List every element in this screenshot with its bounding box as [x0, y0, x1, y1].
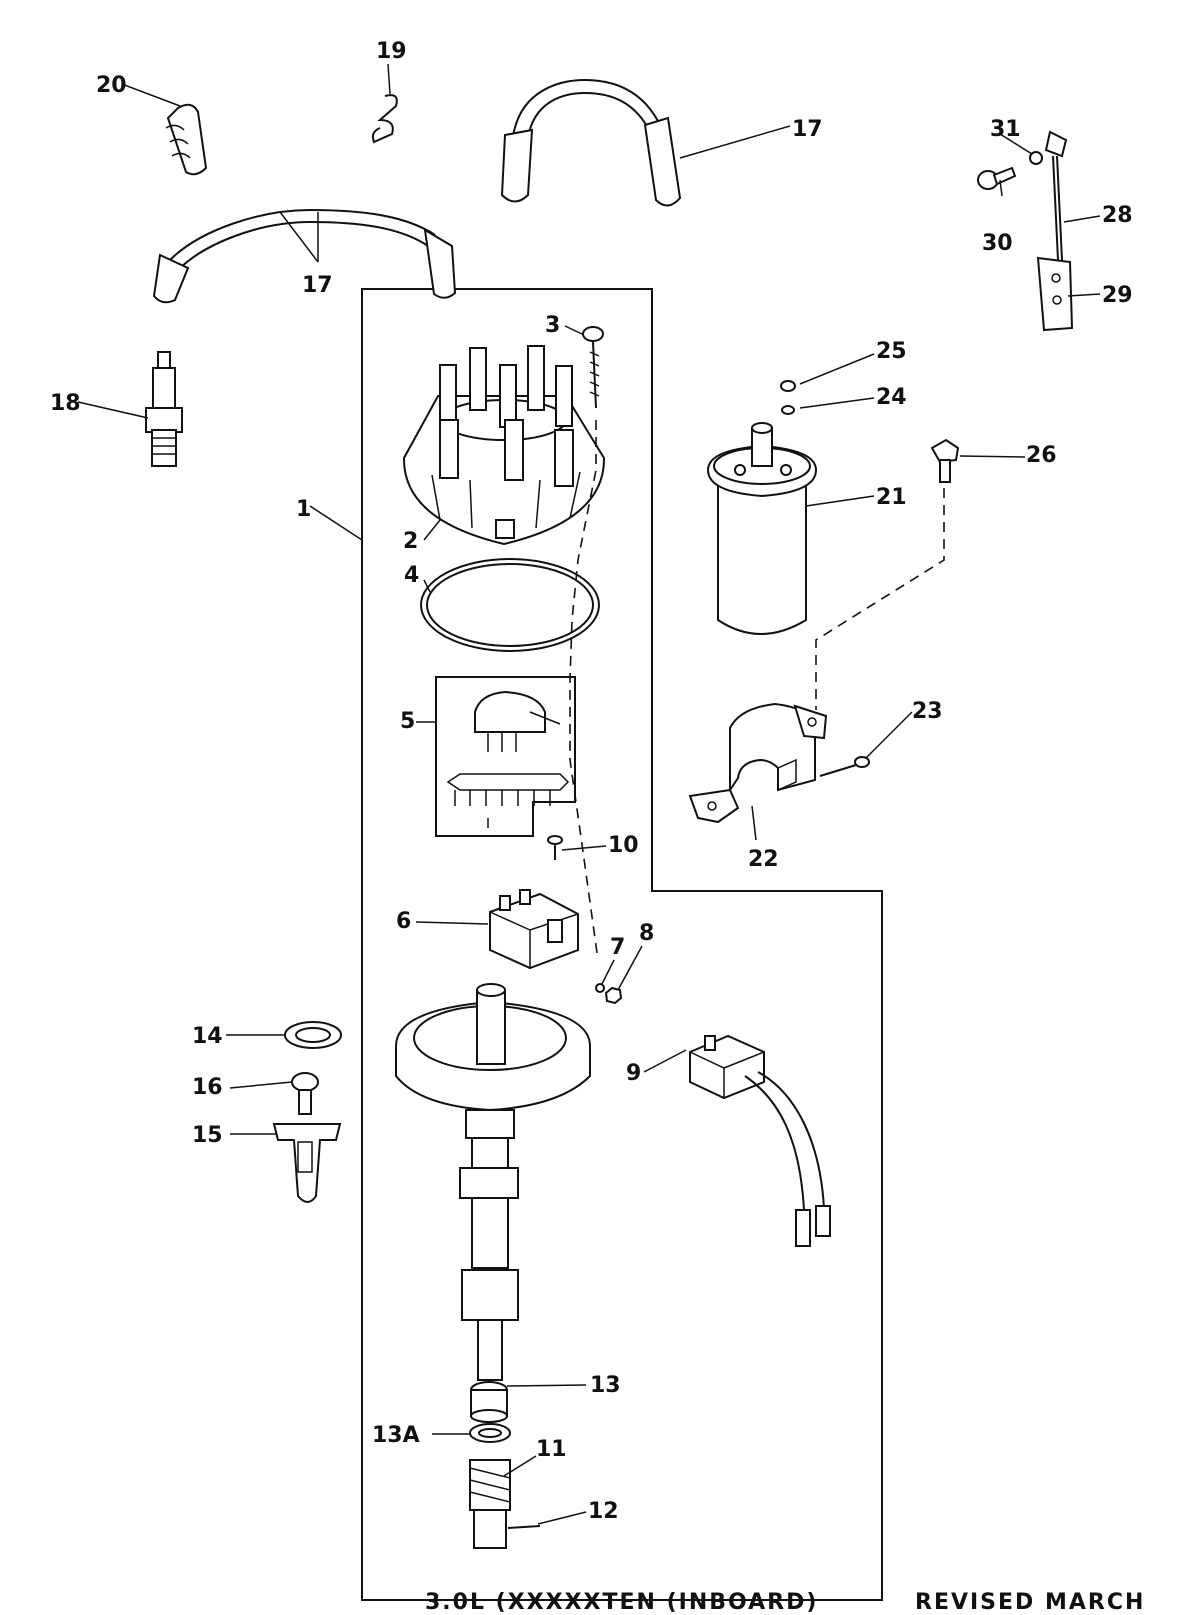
distributor-cap: [402, 345, 606, 546]
callout-17-upper: 17: [792, 117, 823, 142]
wire-loom-clip: [165, 103, 208, 176]
spark-plug-wire-upper: [500, 78, 682, 207]
gear-roll-pin: [507, 1525, 541, 1529]
footer-revision-caption: REVISED MARCH: [915, 1590, 1146, 1615]
flat-washer: [284, 1021, 342, 1049]
distributor-housing: [395, 983, 591, 1381]
callout-15: 15: [192, 1123, 223, 1148]
pickup-coil-assembly: [689, 1034, 831, 1247]
callout-6: 6: [396, 909, 411, 934]
spark-plug-wire-lower: [152, 208, 457, 304]
callout-21: 21: [876, 485, 907, 510]
callout-13: 13: [590, 1373, 621, 1398]
coil-terminal-nut: [780, 380, 796, 392]
rotor-assembly: [435, 676, 576, 837]
callout-28: 28: [1102, 203, 1133, 228]
ignition-coil: [706, 422, 818, 635]
callout-29: 29: [1102, 283, 1133, 308]
callout-22: 22: [748, 847, 779, 872]
callout-31: 31: [990, 117, 1021, 142]
callout-19: 19: [376, 39, 407, 64]
ignition-module: [489, 889, 579, 970]
shaft-bushing: [470, 1381, 508, 1423]
callout-30: 30: [982, 231, 1013, 256]
thrust-washer: [469, 1423, 511, 1443]
wire-separator-clip: [371, 94, 398, 144]
callout-8: 8: [639, 921, 654, 946]
callout-4: 4: [404, 563, 419, 588]
callout-14: 14: [192, 1024, 223, 1049]
callout-3: 3: [545, 313, 560, 338]
callout-12: 12: [588, 1499, 619, 1524]
callout-26: 26: [1026, 443, 1057, 468]
callout-18: 18: [50, 391, 81, 416]
callout-25: 25: [876, 339, 907, 364]
ground-washer: [1029, 151, 1043, 165]
callout-16: 16: [192, 1075, 223, 1100]
cap-gasket: [420, 558, 600, 652]
pickup-screw: [547, 835, 563, 860]
coil-terminal-washer: [781, 405, 795, 415]
callout-24: 24: [876, 385, 907, 410]
coil-bracket-screw: [819, 756, 870, 777]
callout-11: 11: [536, 1437, 567, 1462]
ground-bolt: [977, 166, 1017, 190]
callout-2: 2: [403, 529, 418, 554]
callout-9: 9: [626, 1061, 641, 1086]
coil-bracket: [688, 702, 828, 824]
ground-strap: [1036, 130, 1074, 332]
cap-retaining-screw: [582, 326, 604, 409]
callout-17-lower: 17: [302, 273, 333, 298]
callout-23: 23: [912, 699, 943, 724]
coil-mounting-bolt: [930, 438, 960, 483]
callout-1: 1: [296, 497, 311, 522]
callout-5: 5: [400, 709, 415, 734]
callout-labels: 1 2 3 4 5 6 7 8 9 10 11 12 13 13A 14 15 …: [50, 39, 1133, 1524]
assembly-line-coil-bolt: [815, 488, 945, 710]
callout-10: 10: [608, 833, 639, 858]
hex-nut: [604, 986, 623, 1005]
hold-down-bolt: [291, 1072, 319, 1115]
leader-lines: [77, 63, 1101, 1525]
hold-down-clamp: [272, 1123, 342, 1203]
lock-washer: [595, 983, 605, 993]
footer-model-caption: 3.0L (XXXXXTEN (INBOARD): [425, 1590, 819, 1615]
callout-20: 20: [96, 73, 127, 98]
callout-7: 7: [610, 935, 625, 960]
drive-gear: [469, 1459, 511, 1549]
distributor-assembly-outline: [361, 288, 883, 1601]
callout-13a: 13A: [372, 1423, 420, 1448]
spark-plug: [145, 351, 183, 467]
